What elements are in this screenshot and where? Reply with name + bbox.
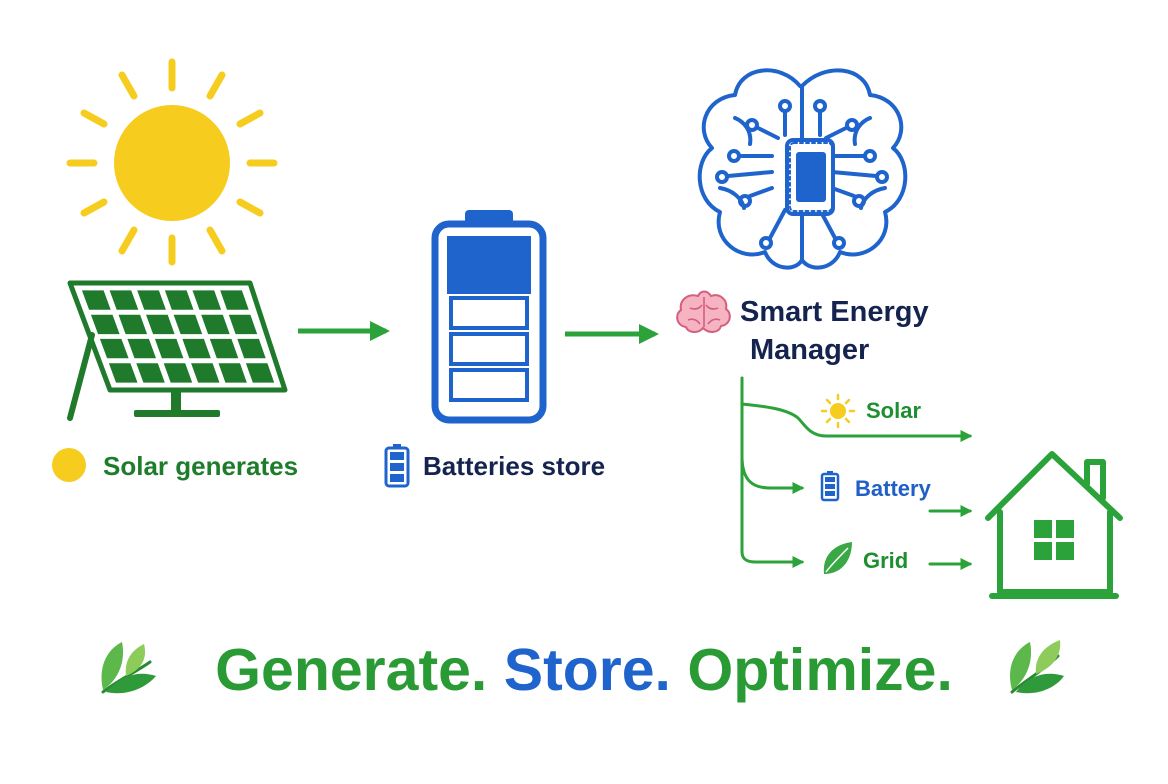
solar-panel-icon: [67, 280, 288, 421]
smart-energy-manager-line1: Smart Energy: [740, 296, 929, 328]
solar-cell: [245, 363, 275, 383]
solar-cell: [209, 338, 239, 359]
solar-cell: [108, 363, 138, 383]
solar-cell: [182, 338, 211, 359]
route-sun-icon: [820, 393, 856, 429]
brain-icon: [676, 290, 731, 333]
smart-energy-manager-label: Smart Energy Manager: [740, 293, 929, 369]
solar-cell: [191, 363, 220, 383]
brain-chip-icon: [697, 68, 908, 270]
solar-cell: [164, 290, 194, 310]
solar-cell: [127, 338, 156, 359]
route-leaf-icon: [823, 542, 852, 574]
solar-cell: [218, 363, 247, 383]
battery-cell-3: [449, 332, 529, 366]
solar-cell: [118, 314, 148, 335]
route-grid-label: Grid: [863, 548, 909, 573]
solar-cell: [173, 314, 203, 335]
tagline-optimize: Optimize.: [687, 637, 953, 703]
solar-cell: [90, 314, 120, 335]
battery-icon: [431, 210, 547, 424]
solar-cell: [136, 363, 165, 383]
small-battery-icon: [384, 444, 410, 488]
route-battery-icon: [820, 471, 840, 502]
sun-icon: [66, 58, 278, 266]
solar-cell: [201, 314, 230, 335]
routing-tree: [740, 376, 973, 570]
solar-generates-label: Solar generates: [103, 451, 299, 481]
solar-cell: [237, 338, 266, 359]
smart-energy-manager-line2: Manager: [750, 334, 870, 366]
solar-cell: [137, 290, 166, 310]
tagline: Generate. Store. Optimize.: [0, 636, 1168, 704]
house-icon: [985, 451, 1123, 599]
battery-charge-fill: [447, 236, 531, 294]
solar-cell: [154, 338, 184, 359]
route-battery-label: Battery: [855, 476, 931, 501]
solar-cell: [146, 314, 175, 335]
solar-cell: [99, 338, 129, 359]
sun-dot-icon: [52, 448, 86, 482]
solar-cell: [109, 290, 139, 310]
route-solar-label: Solar: [866, 398, 922, 423]
leaf-sprig-right-icon: [1010, 640, 1064, 694]
battery-cell-2: [449, 296, 529, 330]
battery-cell-4: [449, 368, 529, 402]
solar-cell: [163, 363, 193, 383]
solar-cell: [81, 290, 111, 310]
batteries-store-label: Batteries store: [423, 451, 606, 481]
solar-cell: [192, 290, 222, 310]
tagline-store: Store.: [503, 637, 671, 703]
leaf-sprig-left-icon: [101, 642, 156, 694]
house-window: [1034, 520, 1074, 560]
solar-cell: [228, 314, 258, 335]
solar-cell: [220, 290, 249, 310]
tagline-generate: Generate.: [215, 637, 488, 703]
